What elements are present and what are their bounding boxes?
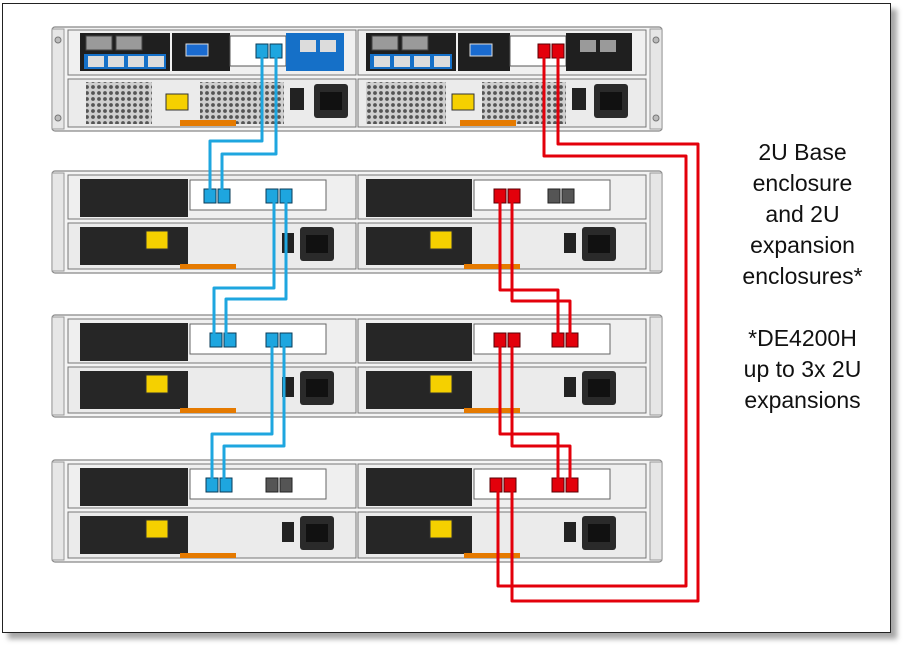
caption-line: and 2U xyxy=(765,201,840,227)
controller-enclosure xyxy=(51,26,663,132)
caption-note-line: up to 3x 2U xyxy=(743,356,862,382)
power-supply-a xyxy=(67,78,357,128)
caption: 2U Base enclosure and 2U expansion enclo… xyxy=(715,137,890,416)
power-supply-b xyxy=(357,78,647,128)
controller-a xyxy=(67,29,357,76)
caption-note-line: expansions xyxy=(744,387,861,413)
expansion-enclosure-1 xyxy=(51,170,663,274)
controller-b xyxy=(357,29,647,76)
base-port-a2 xyxy=(269,43,283,59)
caption-line: enclosures* xyxy=(742,263,863,289)
base-port-b1 xyxy=(537,43,551,59)
caption-line: enclosure xyxy=(752,170,853,196)
caption-spacer xyxy=(715,292,890,323)
base-port-a1 xyxy=(255,43,269,59)
blue-cables xyxy=(208,56,288,480)
caption-note-line: *DE4200H xyxy=(748,325,857,351)
red-cables xyxy=(496,56,700,603)
caption-line: expansion xyxy=(750,232,855,258)
caption-line: 2U Base xyxy=(758,139,847,165)
expansion-enclosure-2 xyxy=(51,314,663,418)
base-port-b2 xyxy=(551,43,565,59)
expansion-enclosure-3 xyxy=(51,459,663,563)
